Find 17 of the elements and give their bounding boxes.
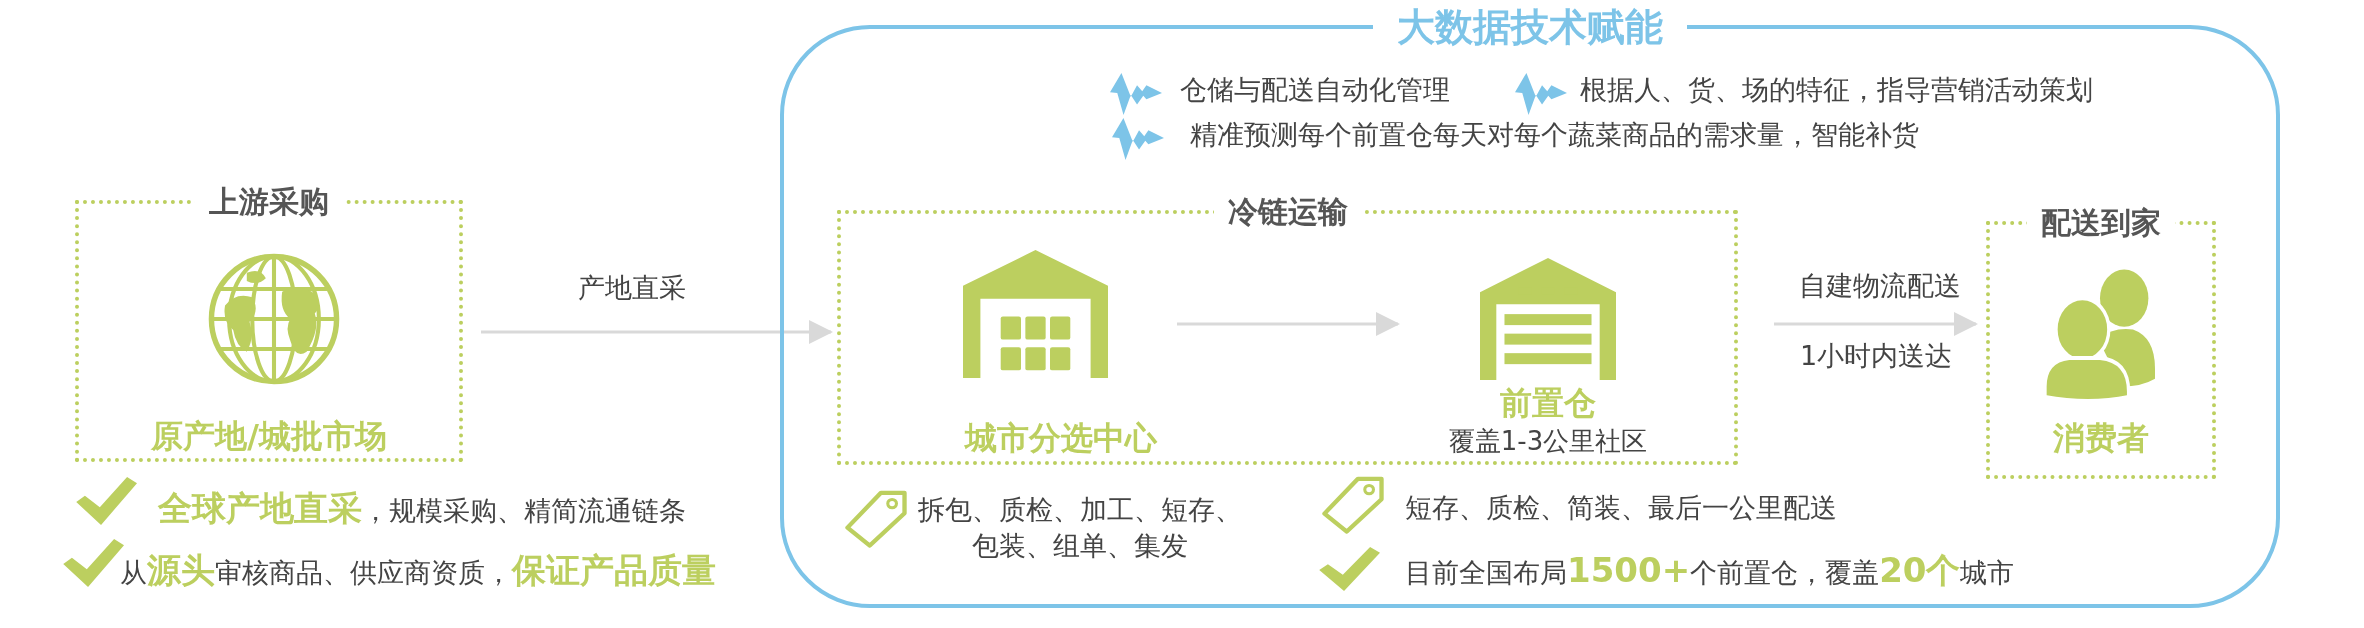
arrow xyxy=(1774,312,1978,336)
note-text: 全球产地直采，规模采购、精简流通链条 xyxy=(158,490,686,529)
note-text: 拆包、质检、加工、短存、包装、组单、集发 xyxy=(917,493,1243,563)
node-caption: 覆盖1-3公里社区 xyxy=(1448,425,1648,457)
bullet-text: 仓储与配送自动化管理 xyxy=(1180,73,1450,107)
note-text: 从源头审核商品、供应商资质，保证产品质量 xyxy=(120,552,716,591)
arrow xyxy=(1177,312,1400,336)
node-label: 消费者 xyxy=(2053,418,2149,458)
node-label: 原产地/城批市场 xyxy=(151,416,387,456)
edge-note: 1小时内送达 xyxy=(1800,339,1953,373)
note-text: 目前全国布局1500+个前置仓，覆盖20个城市 xyxy=(1405,552,2015,591)
note-text: 短存、质检、简装、最后一公里配送 xyxy=(1405,491,1837,525)
arrow xyxy=(481,320,833,344)
node-label: 前置仓 xyxy=(1500,383,1596,423)
bullet-text: 精准预测每个前置仓每天对每个蔬菜商品的需求量，智能补货 xyxy=(1190,118,1919,152)
node-label: 城市分选中心 xyxy=(964,418,1157,458)
bullet-text: 根据人、货、场的特征，指导营销活动策划 xyxy=(1580,73,2093,107)
